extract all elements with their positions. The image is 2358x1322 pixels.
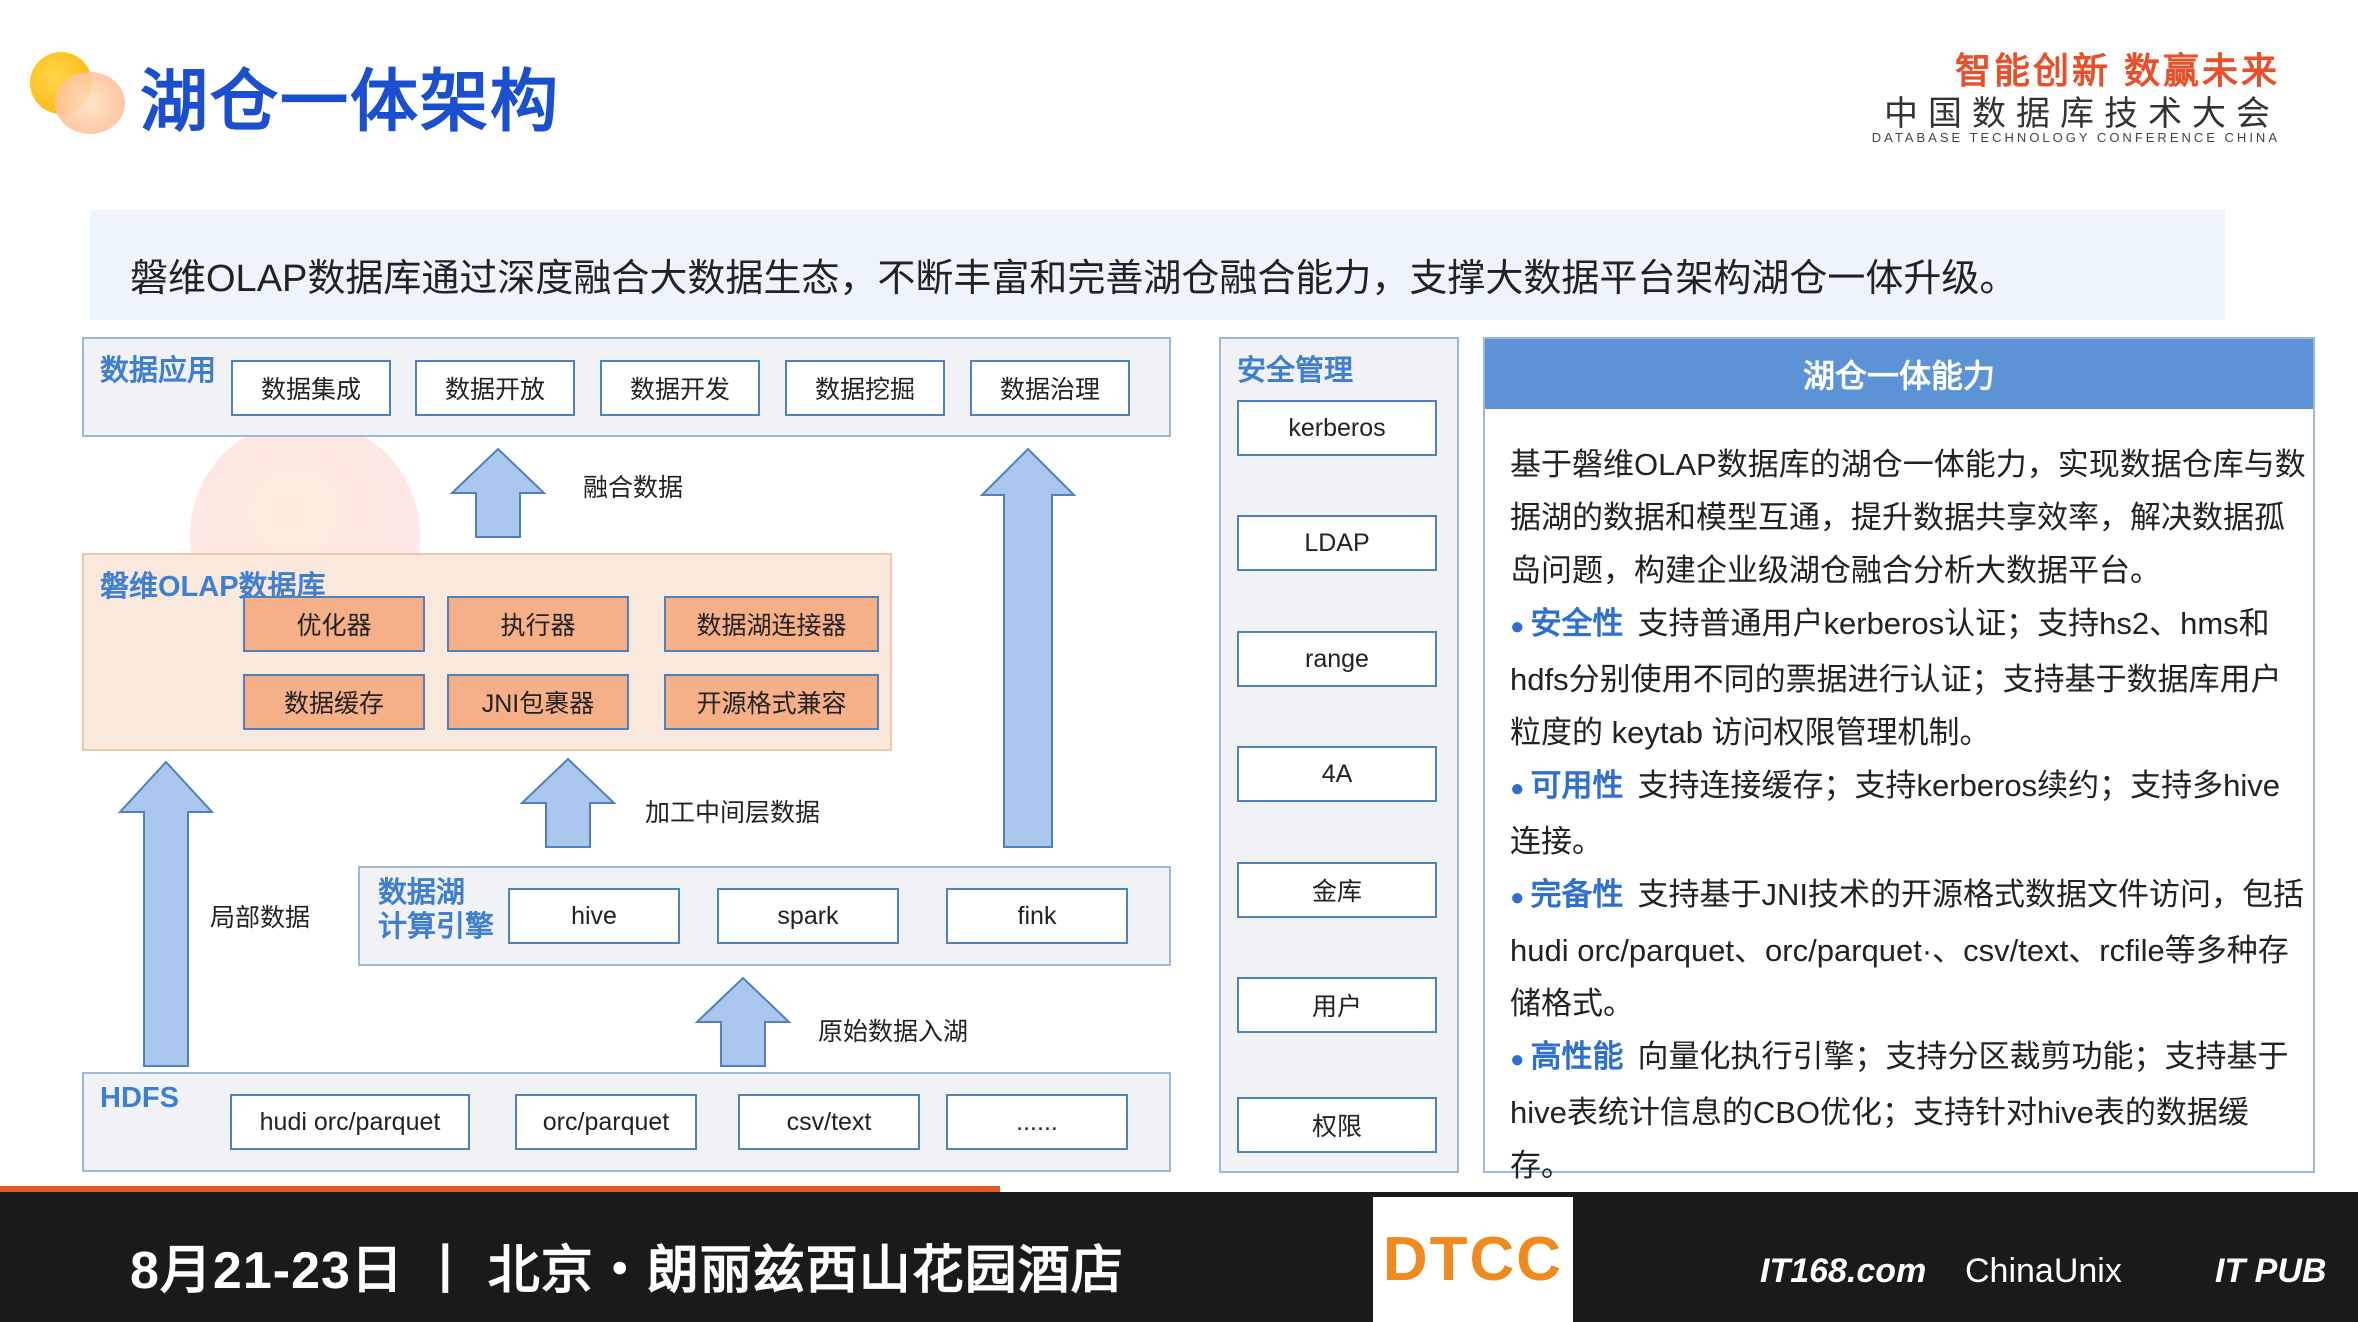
- app-layer-title: 数据应用: [100, 347, 216, 389]
- arrow-engine-to-app: [980, 447, 1076, 849]
- label-intermediate-data: 加工中间层数据: [645, 793, 820, 829]
- arrow-raw-ingest: [695, 976, 791, 1068]
- olap-item-lake-connector: 数据湖连接器: [664, 596, 879, 652]
- security-item-vault: 金库: [1237, 862, 1437, 918]
- security-item-permission: 权限: [1237, 1097, 1437, 1153]
- bullet-dot-icon: ●: [1510, 1046, 1525, 1073]
- page-title: 湖仓一体架构: [140, 46, 560, 145]
- olap-item-open-format: 开源格式兼容: [664, 674, 879, 730]
- sponsor-it168-logo: IT168.com: [1760, 1252, 1926, 1291]
- engine-item-spark: spark: [717, 888, 899, 944]
- app-item-mining: 数据挖掘: [785, 360, 945, 416]
- hdfs-item-csv: csv/text: [738, 1094, 920, 1150]
- security-item-ldap: LDAP: [1237, 515, 1437, 571]
- bullet-dot-icon: ●: [1510, 613, 1525, 640]
- app-item-open: 数据开放: [415, 360, 575, 416]
- lake-engine-title: 数据湖 计算引擎: [378, 876, 494, 944]
- label-fused-data: 融合数据: [583, 468, 683, 504]
- olap-item-optimizer: 优化器: [243, 596, 425, 652]
- security-title: 安全管理: [1237, 347, 1353, 389]
- dtcc-logo: DTCC: [1373, 1197, 1573, 1322]
- hdfs-item-orc: orc/parquet: [515, 1094, 697, 1150]
- olap-item-jni-wrapper: JNI包裹器: [447, 674, 629, 730]
- sponsor-itpub-logo: IT PUB: [2215, 1252, 2326, 1291]
- capability-item-availability: ●可用性支持连接缓存；支持kerberos续约；支持多hive连接。: [1510, 759, 2310, 868]
- capability-item-security: ●安全性支持普通用户kerberos认证；支持hs2、hms和hdfs分别使用不…: [1510, 597, 2310, 759]
- security-item-4a: 4A: [1237, 746, 1437, 802]
- conference-english-name: DATABASE TECHNOLOGY CONFERENCE CHINA: [1872, 130, 2280, 145]
- security-item-user: 用户: [1237, 977, 1437, 1033]
- hdfs-item-more: ......: [946, 1094, 1128, 1150]
- engine-item-fink: fink: [946, 888, 1128, 944]
- capability-intro: 基于磐维OLAP数据库的湖仓一体能力，实现数据仓库与数据湖的数据和模型互通，提升…: [1510, 438, 2310, 597]
- app-item-integration: 数据集成: [231, 360, 391, 416]
- capability-item-completeness: ●完备性支持基于JNI技术的开源格式数据文件访问，包括hudi orc/parq…: [1510, 868, 2310, 1030]
- footer-event-info: 8月21-23日 丨 北京・朗丽兹西山花园酒店: [130, 1228, 1124, 1303]
- lake-engine-title-line2: 计算引擎: [378, 910, 494, 944]
- conference-name: 中国数据库技术大会: [1884, 86, 2280, 135]
- arrow-partial-data: [118, 760, 214, 1068]
- hdfs-title: HDFS: [100, 1082, 179, 1115]
- security-item-range: range: [1237, 631, 1437, 687]
- label-partial-data: 局部数据: [210, 898, 310, 934]
- app-item-develop: 数据开发: [600, 360, 760, 416]
- bullet-dot-icon: ●: [1510, 775, 1525, 802]
- arrow-fused-data: [450, 447, 546, 539]
- hdfs-item-hudi: hudi orc/parquet: [230, 1094, 470, 1150]
- capability-body: 基于磐维OLAP数据库的湖仓一体能力，实现数据仓库与数据湖的数据和模型互通，提升…: [1510, 438, 2310, 1192]
- intro-text: 磐维OLAP数据库通过深度融合大数据生态，不断丰富和完善湖仓融合能力，支撑大数据…: [130, 247, 2017, 302]
- capability-item-performance: ●高性能向量化执行引擎；支持分区裁剪功能；支持基于hive表统计信息的CBO优化…: [1510, 1030, 2310, 1192]
- engine-item-hive: hive: [508, 888, 680, 944]
- arrow-intermediate-data: [520, 757, 616, 849]
- label-raw-ingest: 原始数据入湖: [818, 1012, 968, 1048]
- app-item-governance: 数据治理: [970, 360, 1130, 416]
- capability-title: 湖仓一体能力: [1485, 339, 2313, 409]
- logo-circle-peach: [55, 72, 125, 134]
- security-item-kerberos: kerberos: [1237, 400, 1437, 456]
- sponsor-chinaunix-logo: ChinaUnix: [1965, 1252, 2122, 1291]
- bullet-dot-icon: ●: [1510, 884, 1525, 911]
- olap-item-executor: 执行器: [447, 596, 629, 652]
- olap-item-data-cache: 数据缓存: [243, 674, 425, 730]
- lake-engine-title-line1: 数据湖: [378, 876, 494, 910]
